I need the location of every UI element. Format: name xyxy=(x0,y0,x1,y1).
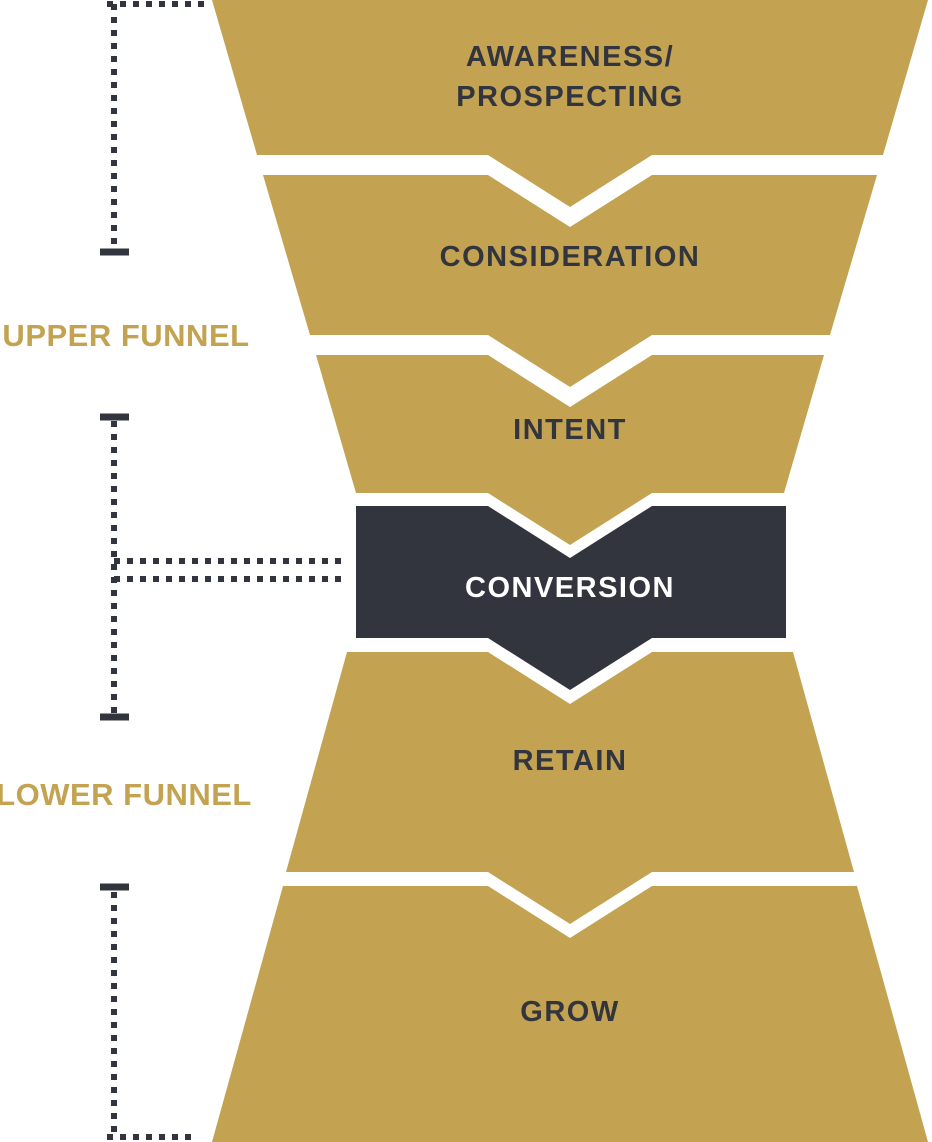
stage-awareness-shape xyxy=(212,0,928,207)
stage-awareness-label: AWARENESS/ PROSPECTING xyxy=(456,40,684,113)
stage-grow-shape xyxy=(212,886,928,1142)
stage-conversion-shape xyxy=(356,506,786,690)
stage-intent-shape xyxy=(316,355,824,545)
stage-intent-label: INTENT xyxy=(513,413,627,446)
stage-grow-label: GROW xyxy=(520,995,620,1028)
stage-retain-shape xyxy=(286,652,854,924)
lower-funnel-label: LOWER FUNNEL xyxy=(0,777,252,812)
stage-consideration-label: CONSIDERATION xyxy=(439,240,701,273)
upper-funnel-label: UPPER FUNNEL xyxy=(2,318,250,353)
stage-consideration-shape xyxy=(263,175,877,387)
stage-retain-label: RETAIN xyxy=(512,744,628,777)
annotation-brackets xyxy=(100,1,346,1140)
stage-conversion-label: CONVERSION xyxy=(465,571,675,604)
